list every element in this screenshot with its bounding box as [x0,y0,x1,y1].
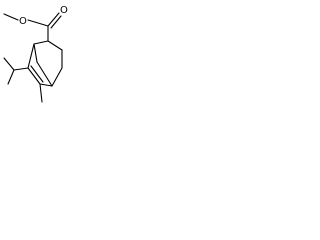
bond-bridge-c7-c8 [27,67,41,85]
bond-o-carbonyl-c [27,19,49,27]
molecule-structure: O O [3,5,68,103]
bond-c8-methyl [39,83,43,103]
bond-isopropyl-methyl-b [7,69,15,85]
bond-bridge-c7-c8-double [30,65,44,83]
bond-methyl-o [3,13,19,21]
bond-ring-c2-c3 [47,40,63,51]
atom-label-o-carbonyl: O [60,5,68,16]
bond-ring-c5-c4 [51,67,63,87]
atom-label-o-ester: O [19,16,27,27]
bond-isopropyl-methyl-a [3,57,15,71]
bond-ring-c1-c6 [33,43,38,63]
bond-ring-c6-c5 [36,61,53,87]
bond-ring-c2-c1 [33,40,49,45]
bond-bridge-c1-c7 [27,43,35,69]
bond-bridge-c8-c4 [39,83,53,87]
bond-carbonyl-double-b [50,15,62,29]
bond-carbonyl-double-a [47,12,60,27]
bond-c7-isopropyl-ch [13,67,29,71]
